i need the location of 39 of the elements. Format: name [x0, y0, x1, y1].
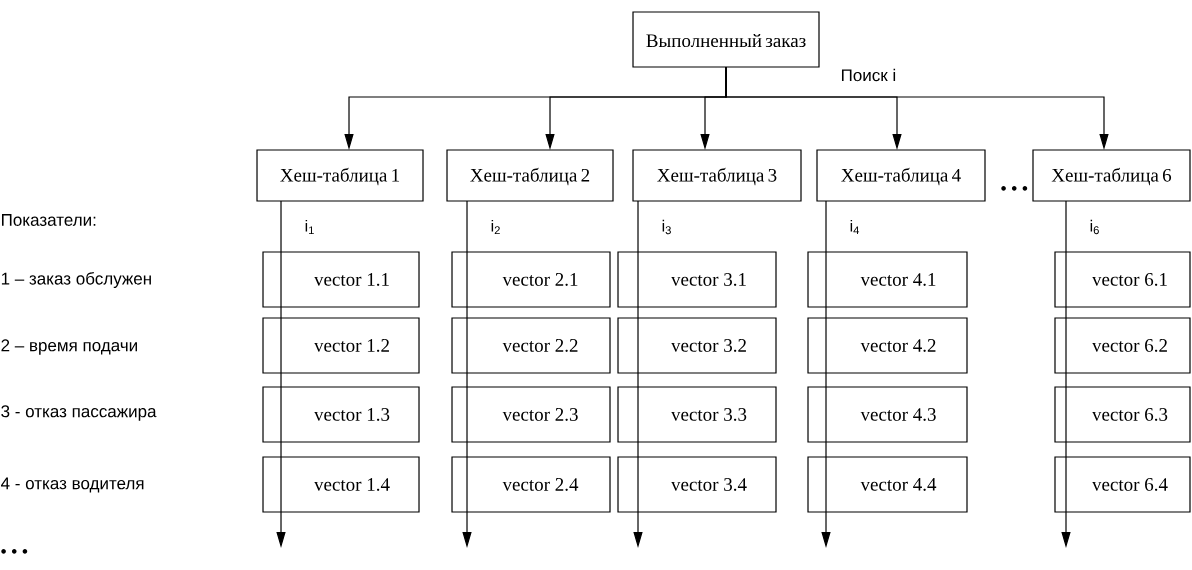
order-box: Выполненный заказ [632, 11, 820, 68]
vector-box: vector 4.1 [807, 251, 968, 308]
edge-label: i$_{2}$ [489, 218, 502, 236]
vector-box: vector 2.1 [451, 251, 611, 308]
ellipsis: • • • [1001, 186, 1028, 191]
vector-box: vector 2.3 [451, 386, 611, 443]
indicator-label: 4 - отказ водителя [1, 477, 144, 493]
hash-table-box: Хеш-таблица 6 [1032, 149, 1191, 202]
vector-box: vector 2.4 [451, 456, 611, 513]
vector-box: vector 3.1 [617, 251, 777, 308]
hash-table-box: Хеш-таблица 3 [632, 149, 802, 202]
hash-table-box: Хеш-таблица 1 [256, 149, 424, 202]
vector-box: vector 4.4 [807, 456, 968, 513]
vector-box: vector 1.2 [262, 317, 420, 374]
hash-table-box: Хеш-таблица 4 [816, 149, 986, 202]
search-label: Поиск i [842, 68, 896, 82]
edge-label: i$_{4}$ [848, 218, 861, 236]
hash-table-box: Хеш-таблица 2 [446, 149, 614, 202]
indicator-label: 2 – время подачи [1, 339, 137, 355]
vector-box: vector 3.2 [617, 317, 777, 374]
vector-box: vector 4.3 [807, 386, 968, 443]
vector-box: vector 2.2 [451, 317, 611, 374]
edge-label: i$_{1}$ [303, 218, 316, 236]
indicator-label: 3 - отказ пассажира [1, 405, 157, 421]
vector-box: vector 6.1 [1054, 251, 1191, 308]
vector-box: vector 1.3 [262, 386, 420, 443]
ellipsis: • • • [1, 549, 28, 554]
vector-box: vector 1.4 [262, 456, 420, 513]
edge-label: i$_{6}$ [1088, 218, 1101, 236]
vector-box: vector 6.3 [1054, 386, 1191, 443]
vector-box: vector 4.2 [807, 317, 968, 374]
vector-box: vector 1.1 [262, 251, 420, 308]
vector-box: vector 3.4 [617, 456, 777, 513]
edge-label: i$_{3}$ [660, 218, 673, 236]
indicator-heading: Показатели: [2, 214, 96, 226]
vector-box: vector 6.2 [1054, 317, 1191, 374]
indicator-label: 1 – заказ обслужен [1, 272, 151, 288]
vector-box: vector 6.4 [1054, 456, 1191, 513]
vector-box: vector 3.3 [617, 386, 777, 443]
